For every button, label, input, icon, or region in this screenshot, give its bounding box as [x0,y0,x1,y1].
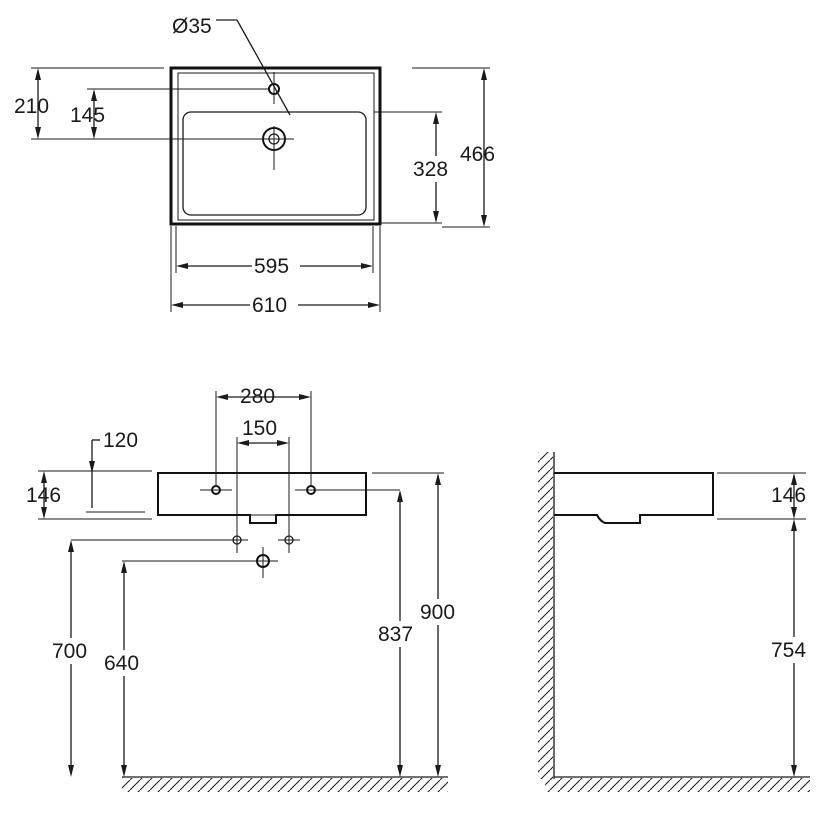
dim-150-label: 150 [242,417,277,440]
top-view: Ø35 210 145 328 466 [14,15,495,317]
dim-120-label: 120 [103,429,138,452]
dim-595-label: 595 [254,255,289,278]
dim-145-label: 145 [70,104,105,127]
dim-700-label: 700 [52,640,87,663]
basin-bowl-outline [182,111,367,216]
dim-900-label: 900 [420,601,455,624]
front-view: 280 150 120 146 700 640 [26,385,463,792]
front-basin-body [157,472,367,524]
dim-210-label: 210 [14,95,49,118]
dim-466-label: 466 [460,143,495,166]
dim-837-label: 837 [378,623,413,646]
basin-outer-outline [169,66,382,226]
dim-640-label: 640 [104,652,139,675]
dim-280-label: 280 [240,385,275,408]
side-view: 146 754 [538,452,816,792]
basin-inner-outline [177,72,375,221]
dim-328-label: 328 [413,158,448,181]
hole-diameter-label: Ø35 [172,15,212,38]
dim-146-side-label: 146 [771,484,806,507]
dim-610-label: 610 [252,294,287,317]
dim-754-label: 754 [771,639,806,662]
dim-146-front-label: 146 [26,484,61,507]
side-basin-profile [554,472,714,524]
